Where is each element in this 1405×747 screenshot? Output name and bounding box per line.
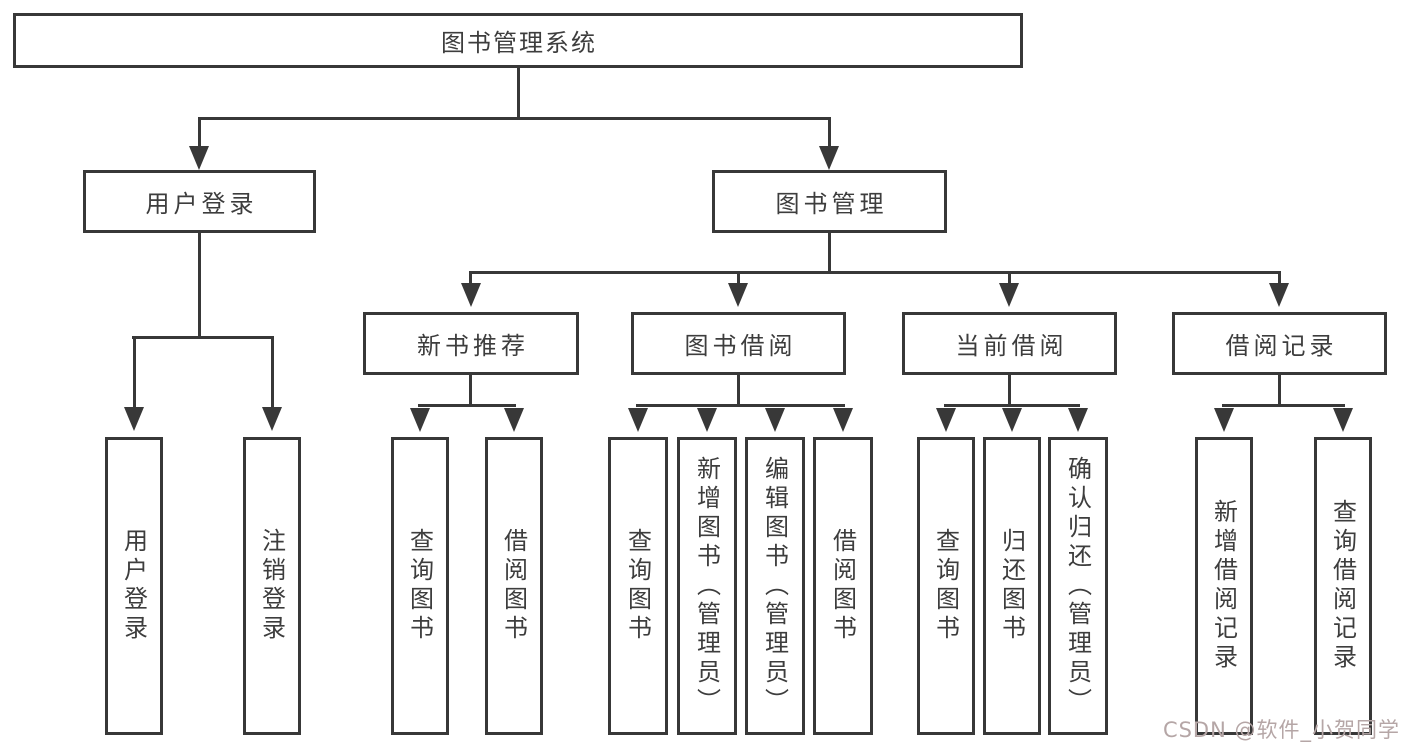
node-root: 图书管理系统 [13,13,1023,68]
connector-line [271,336,274,409]
arrow-down-icon [936,408,956,432]
node-book-borrow: 图书借阅 [631,312,846,375]
node-user-login-label: 用户登录 [145,190,258,218]
connector-line [737,271,740,285]
leaf-record-query-borrow-record-label: 查询借阅记录 [1328,499,1357,673]
leaf-record-add-borrow-record: 新增借阅记录 [1195,437,1253,735]
connector-line [517,68,520,117]
connector-line [1222,404,1345,407]
arrow-down-icon [819,146,839,170]
arrow-down-icon [1333,408,1353,432]
arrow-down-icon [461,283,481,307]
connector-line [198,233,201,337]
arrow-down-icon [728,283,748,307]
connector-line [1008,271,1011,285]
arrow-down-icon [999,283,1019,307]
connector-line [636,404,845,407]
leaf-newbook-query-books-label: 查询图书 [405,528,434,644]
leaf-user-login-label: 用户登录 [119,528,148,644]
arrow-down-icon [628,408,648,432]
arrow-down-icon [124,407,144,431]
node-borrow-record: 借阅记录 [1172,312,1387,375]
node-book-management: 图书管理 [712,170,947,233]
leaf-borrow-query-books-label: 查询图书 [623,528,652,644]
node-root-label: 图书管理系统 [441,29,597,57]
connector-line [828,117,831,148]
node-new-book-recommend: 新书推荐 [363,312,579,375]
leaf-current-query-books: 查询图书 [917,437,975,735]
arrow-down-icon [765,408,785,432]
leaf-user-login: 用户登录 [105,437,163,735]
leaf-logout-label: 注销登录 [257,528,286,644]
leaf-current-return-books-label: 归还图书 [997,528,1026,644]
connector-line [469,271,1281,274]
leaf-borrow-borrow-books-label: 借阅图书 [828,528,857,644]
leaf-borrow-edit-books-admin-label: 编辑图书（管理员） [760,455,789,717]
connector-line [944,404,1080,407]
node-book-management-label: 图书管理 [775,190,888,218]
leaf-borrow-borrow-books: 借阅图书 [813,437,873,735]
connector-line [198,117,201,148]
leaf-borrow-edit-books-admin: 编辑图书（管理员） [745,437,805,735]
leaf-newbook-query-books: 查询图书 [391,437,449,735]
connector-line [1278,271,1281,285]
connector-line [132,336,274,339]
node-current-borrow-label: 当前借阅 [955,332,1068,360]
leaf-current-return-books: 归还图书 [983,437,1041,735]
leaf-current-confirm-return-admin: 确认归还（管理员） [1048,437,1108,735]
leaf-record-query-borrow-record: 查询借阅记录 [1314,437,1372,735]
arrow-down-icon [1269,283,1289,307]
connector-line [737,375,740,406]
node-new-book-recommend-label: 新书推荐 [417,332,529,360]
leaf-borrow-add-books-admin-label: 新增图书（管理员） [692,455,721,717]
connector-line [469,375,472,406]
arrow-down-icon [262,407,282,431]
connector-line [418,404,516,407]
arrow-down-icon [697,408,717,432]
arrow-down-icon [1002,408,1022,432]
node-book-borrow-label: 图书借阅 [684,332,797,360]
connector-line [469,271,472,285]
arrow-down-icon [410,408,430,432]
leaf-current-confirm-return-admin-label: 确认归还（管理员） [1063,455,1092,717]
connector-line [828,233,831,274]
arrow-down-icon [504,408,524,432]
leaf-borrow-add-books-admin: 新增图书（管理员） [677,437,737,735]
arrow-down-icon [1068,408,1088,432]
leaf-newbook-borrow-books: 借阅图书 [485,437,543,735]
watermark: CSDN @软件_小贺同学 [1162,718,1400,742]
connector-line [1008,375,1011,406]
leaf-borrow-query-books: 查询图书 [608,437,668,735]
connector-line [198,117,831,120]
arrow-down-icon [1214,408,1234,432]
leaf-newbook-borrow-books-label: 借阅图书 [499,528,528,644]
node-current-borrow: 当前借阅 [902,312,1117,375]
connector-line [133,336,136,409]
arrow-down-icon [833,408,853,432]
leaf-record-add-borrow-record-label: 新增借阅记录 [1209,499,1238,673]
node-borrow-record-label: 借阅记录 [1225,332,1338,360]
leaf-current-query-books-label: 查询图书 [931,528,960,644]
connector-line [1278,375,1281,406]
node-user-login: 用户登录 [83,170,316,233]
leaf-logout: 注销登录 [243,437,301,735]
arrow-down-icon [189,146,209,170]
